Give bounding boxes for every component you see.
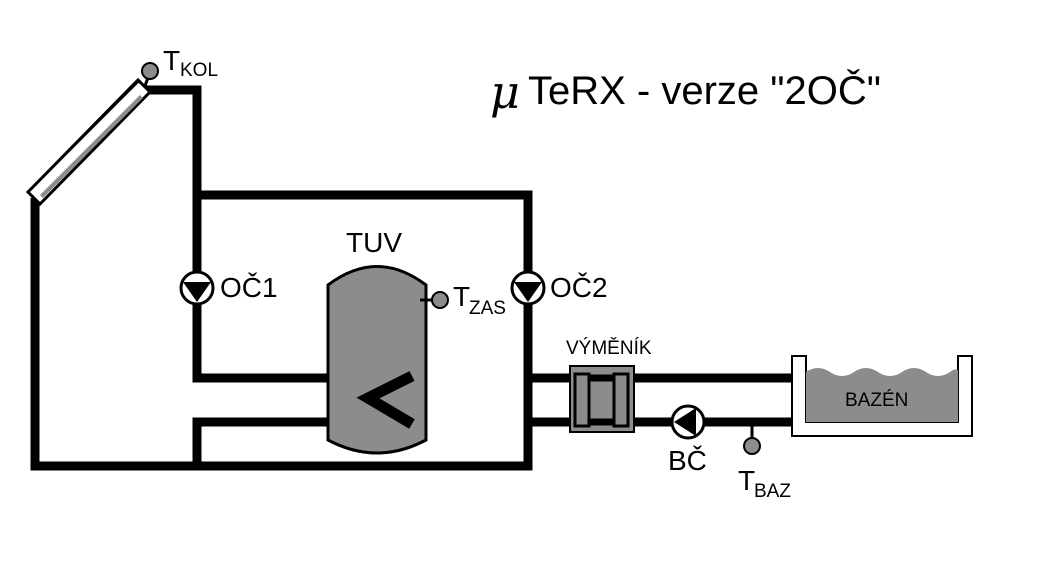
exchanger-label: VÝMĚNÍK — [566, 337, 652, 359]
pump-oc2: OČ2 — [510, 270, 608, 306]
sensor-t-zas-main: T — [453, 281, 470, 312]
title-mu-symbol: μ — [490, 65, 520, 119]
pump-arrow-left-icon — [674, 408, 696, 436]
sensor-dot-icon — [743, 437, 761, 455]
sensor-t-kol: T KOL — [141, 45, 218, 87]
pump-oc1: OČ1 — [179, 270, 278, 306]
sensor-dot-icon — [141, 62, 159, 80]
tank-coil — [356, 371, 415, 429]
pool: BAZÉN — [791, 355, 973, 437]
sensor-t-baz-main: T — [738, 465, 755, 496]
sensor-dot-icon — [431, 291, 449, 309]
tank-label: TUV — [346, 227, 402, 258]
pipe-collector-loop — [30, 85, 533, 471]
pump-oc2-label: OČ2 — [550, 272, 608, 303]
pool-water — [806, 368, 958, 422]
sensor-t-kol-main: T — [163, 45, 180, 76]
tuv-tank: TUV — [326, 227, 428, 455]
title-text: TeRX - verze "2OČ" — [528, 68, 881, 113]
solar-collector-icon — [25, 77, 153, 207]
pump-oc1-label: OČ1 — [220, 272, 278, 303]
sensor-t-baz-sub: BAZ — [754, 481, 791, 502]
sensor-t-kol-sub: KOL — [180, 60, 218, 81]
pump-bc-label: BČ — [668, 445, 707, 476]
pump-arrow-down-icon — [183, 282, 211, 302]
heat-exchanger: VÝMĚNÍK — [566, 337, 652, 433]
diagram-title: μ TeRX - verze "2OČ" — [490, 65, 881, 119]
pool-label: BAZÉN — [845, 390, 908, 411]
sensor-t-baz: T BAZ — [738, 426, 791, 502]
pump-arrow-down-icon — [514, 282, 542, 302]
sensor-t-zas: T ZAS — [420, 281, 506, 319]
sensor-t-zas-sub: ZAS — [469, 298, 506, 319]
pump-bc: BČ — [668, 404, 707, 476]
